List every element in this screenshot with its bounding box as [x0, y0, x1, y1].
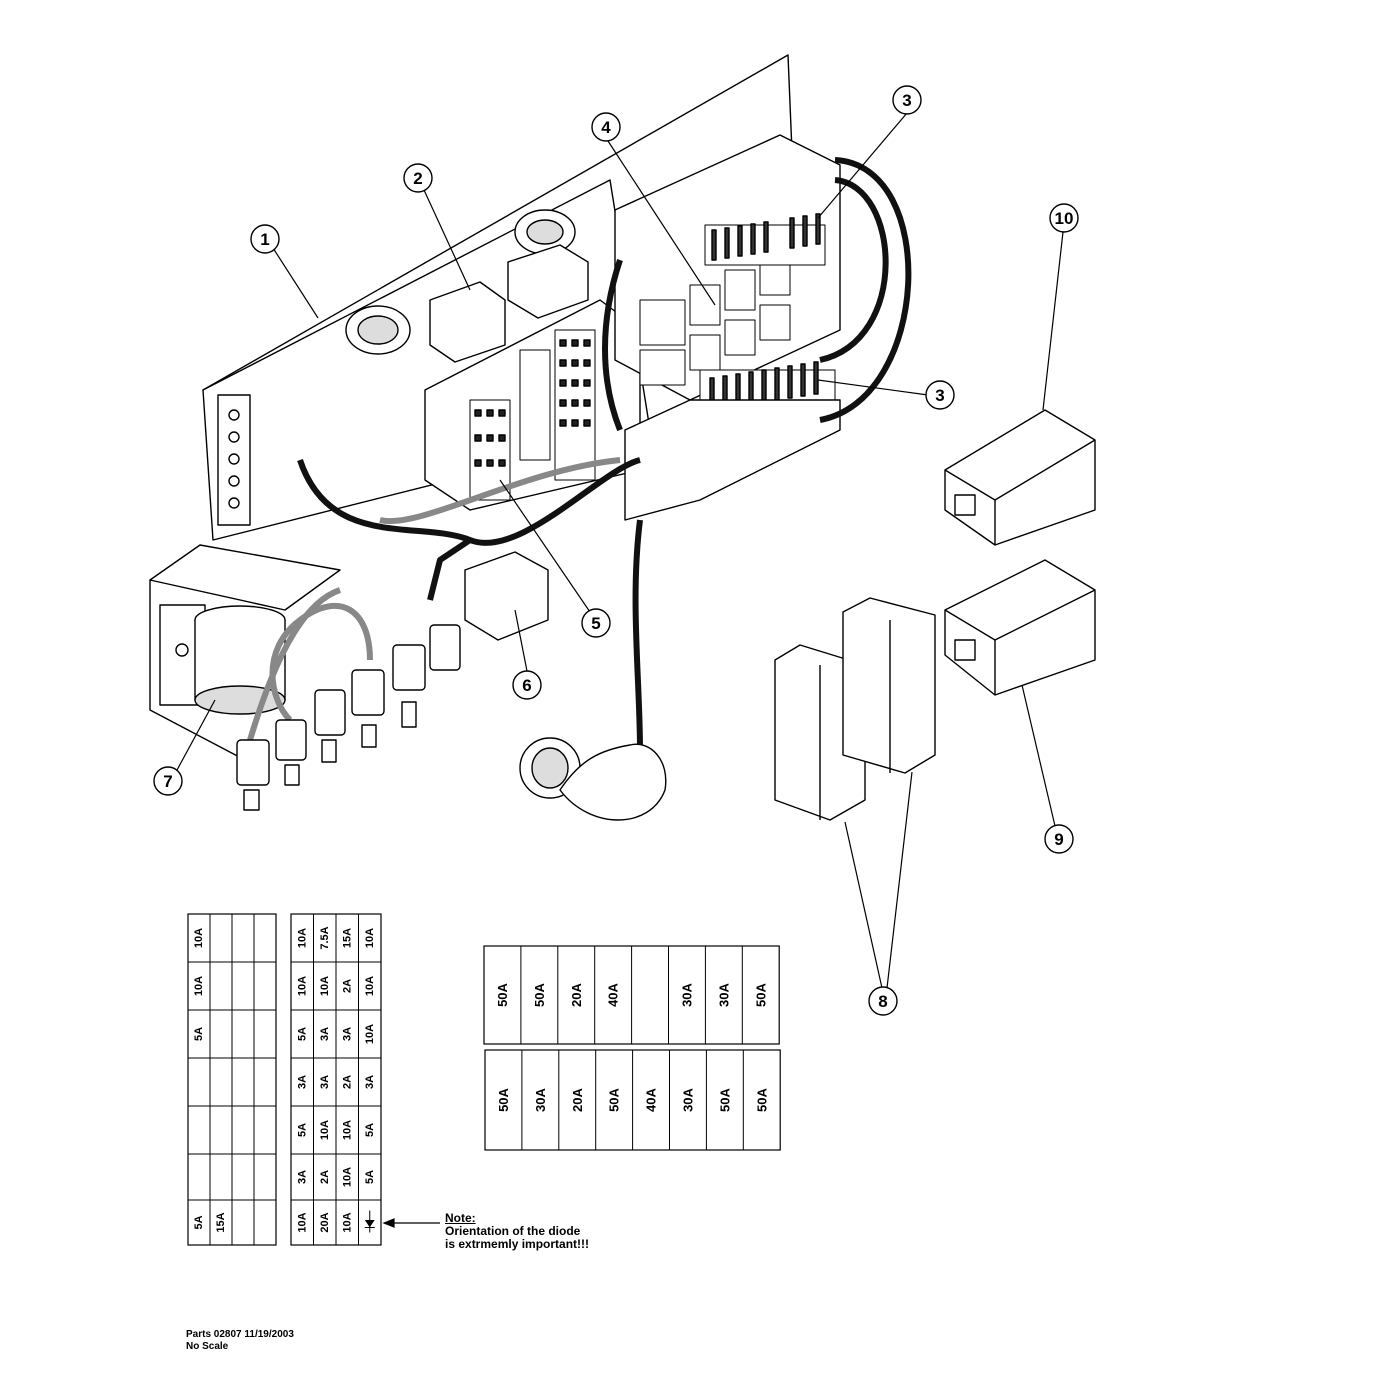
fuse-rating-label: 2A — [341, 979, 353, 993]
fuse-rating-label: 2A — [319, 1170, 331, 1184]
fuse-rating-label: 30A — [533, 1087, 548, 1111]
fuse-rating-label: 10A — [341, 1212, 353, 1232]
diode-icon — [364, 1210, 375, 1233]
fuse-rating-label: 50A — [753, 982, 768, 1006]
fuse-rating-label: 10A — [296, 976, 308, 996]
fuse-rating-label: 2A — [341, 1075, 353, 1089]
fuse-table-top: 50A 50A 20A 40A 30A 30A 50A — [483, 945, 780, 1045]
callouts: 1 2 3 3 4 5 6 7 8 9 10 — [153, 85, 1079, 1016]
parts-footer: Parts 02807 11/19/2003 No Scale — [186, 1329, 294, 1353]
leader-lines — [176, 112, 1064, 989]
note-line-2: is extrmemly important!!! — [445, 1237, 590, 1251]
fuse-rating-label: 15A — [341, 928, 353, 948]
fuse-rating-label: 30A — [680, 1087, 695, 1111]
fuse-rating-label: 7.5A — [319, 926, 331, 949]
footer-scale-line: No Scale — [186, 1341, 229, 1352]
fuse-rating-label: 3A — [319, 1075, 331, 1089]
fuse-rating-label: 5A — [364, 1123, 376, 1137]
fuse-rating-label: 50A — [717, 1087, 732, 1111]
svg-text:10: 10 — [1055, 209, 1074, 228]
callout-3-top: 3 — [892, 85, 922, 115]
fuse-rating-label: 10A — [364, 928, 376, 948]
fuse-rating-label: 40A — [606, 982, 621, 1006]
fuse-rating-label: 20A — [570, 1087, 585, 1111]
fuse-rating-label: 5A — [364, 1170, 376, 1184]
fuse-rating-label: 5A — [193, 1215, 205, 1229]
callout-4: 4 — [591, 112, 621, 142]
fuse-rating-label: 10A — [319, 976, 331, 996]
fuse-rating-label: 10A — [364, 1024, 376, 1044]
diode-note: Note: Orientation of the diode is extrme… — [445, 1212, 589, 1251]
svg-text:5: 5 — [591, 614, 600, 633]
svg-text:9: 9 — [1054, 830, 1063, 849]
callout-9: 9 — [1044, 824, 1074, 854]
fuse-panel-assembly — [149, 54, 1096, 821]
fuse-rating-label: 10A — [193, 928, 205, 948]
fuse-rating-label: 50A — [495, 982, 510, 1006]
svg-text:6: 6 — [522, 676, 531, 695]
fuse-rating-label: 50A — [754, 1087, 769, 1111]
fuse-rating-label: 50A — [532, 982, 547, 1006]
callout-10: 10 — [1049, 203, 1079, 233]
svg-text:2: 2 — [413, 169, 422, 188]
fuse-rating-label: 5A — [296, 1027, 308, 1041]
svg-text:4: 4 — [601, 118, 611, 137]
note-arrow — [382, 1218, 440, 1228]
fuse-table-bottom: 50A 30A 20A 50A 40A 30A 50A 50A — [484, 1049, 781, 1151]
fuse-rating-label: 10A — [364, 976, 376, 996]
footer-parts-line: Parts 02807 11/19/2003 — [186, 1329, 294, 1340]
svg-text:3: 3 — [935, 386, 944, 405]
fuse-table-mid: 10A 7.5A 15A 10A 10A 10A 2A 10A 5A 3A 3A 10A 3A 3A 2A 3… — [290, 913, 382, 1246]
svg-text:8: 8 — [878, 992, 887, 1011]
fuse-rating-label: 3A — [364, 1075, 376, 1089]
callout-6: 6 — [512, 670, 542, 700]
fuse-rating-label: 10A — [193, 976, 205, 996]
svg-text:1: 1 — [260, 230, 269, 249]
callout-3-mid: 3 — [925, 380, 955, 410]
fuse-rating-label: 10A — [296, 1212, 308, 1232]
fuse-rating-label: 10A — [341, 1120, 353, 1140]
fuse-rating-label: 50A — [607, 1087, 622, 1111]
fuse-rating-label: 15A — [215, 1212, 227, 1232]
fuse-rating-label: 10A — [296, 928, 308, 948]
callout-2: 2 — [403, 163, 433, 193]
fuse-rating-label: 30A — [716, 982, 731, 1006]
callout-1: 1 — [250, 224, 280, 254]
fuse-rating-label: 10A — [319, 1120, 331, 1140]
fuse-rating-label: 5A — [193, 1027, 205, 1041]
fuse-rating-label: 3A — [296, 1170, 308, 1184]
fuse-rating-label: 3A — [296, 1075, 308, 1089]
fuse-rating-label: 30A — [679, 982, 694, 1006]
note-line-1: Orientation of the diode — [445, 1224, 581, 1238]
callout-8: 8 — [868, 986, 898, 1016]
fuse-rating-label: 10A — [341, 1167, 353, 1187]
fuse-rating-label: 20A — [569, 982, 584, 1006]
fuse-rating-label: 5A — [296, 1123, 308, 1137]
fuse-rating-label: 3A — [319, 1027, 331, 1041]
callout-5: 5 — [581, 608, 611, 638]
fuse-table-left: 10A 10A 5A 5A 15A — [187, 913, 277, 1246]
fuse-rating-label: 3A — [341, 1027, 353, 1041]
note-title: Note: — [445, 1211, 476, 1225]
fuse-rating-label: 50A — [496, 1087, 511, 1111]
svg-text:3: 3 — [902, 91, 911, 110]
svg-text:7: 7 — [163, 772, 172, 791]
fuse-rating-label: 20A — [319, 1212, 331, 1232]
callout-7: 7 — [153, 766, 183, 796]
fuse-rating-label: 40A — [644, 1087, 659, 1111]
